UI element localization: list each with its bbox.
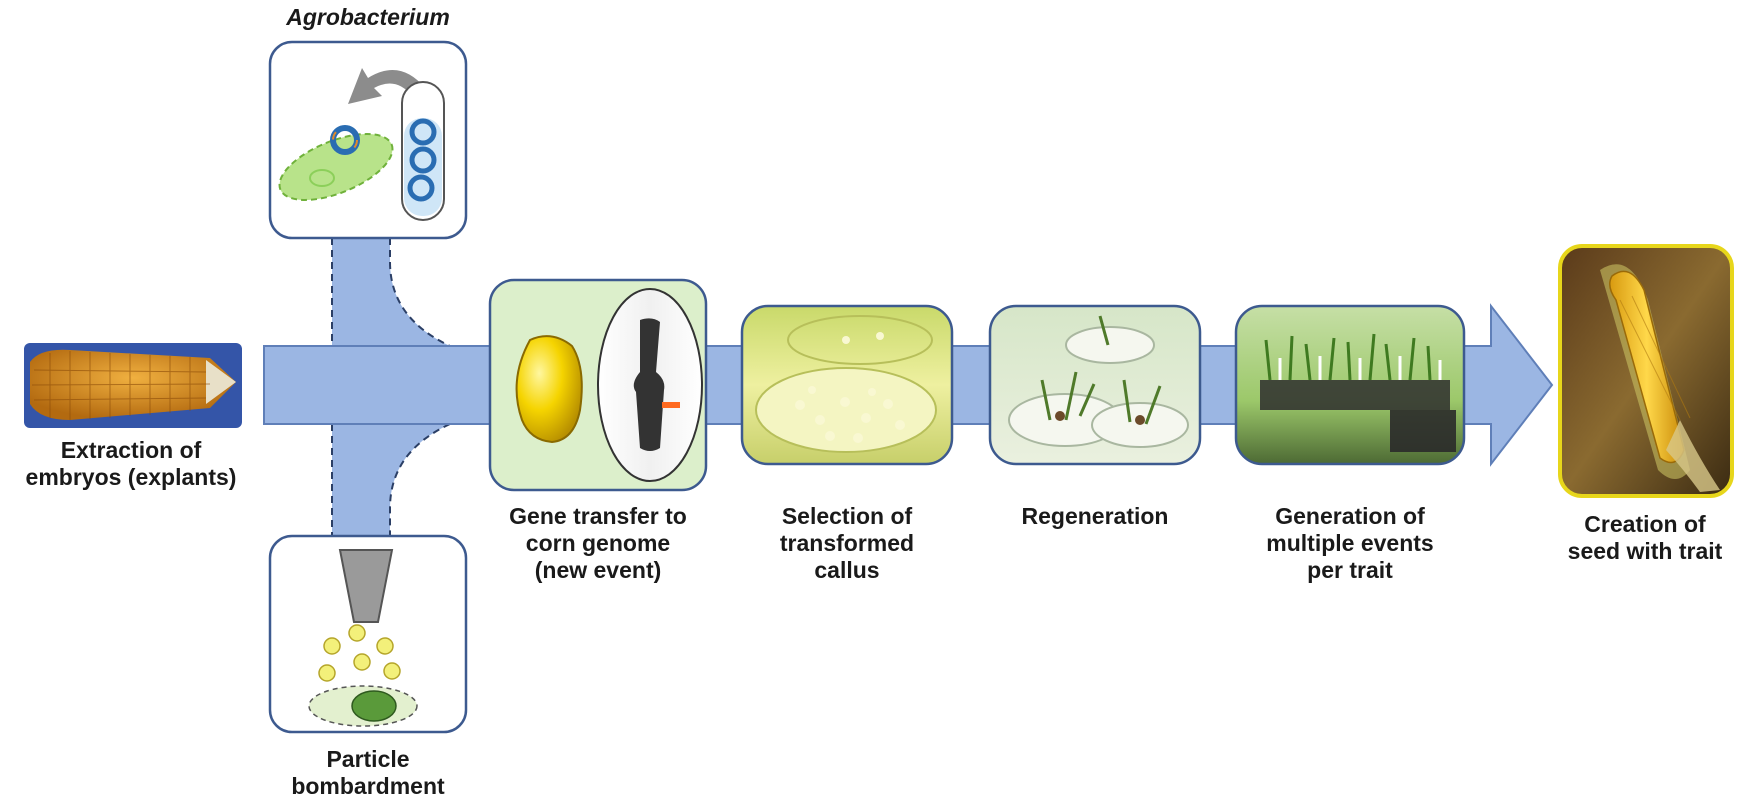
- agrobacterium-label: Agrobacterium: [258, 4, 478, 31]
- greenhouse-panel: [1236, 306, 1464, 464]
- creation-label: Creation of seed with trait: [1540, 511, 1750, 565]
- selection-label: Selection of transformed callus: [740, 503, 954, 584]
- bombardment-branch: [332, 424, 450, 540]
- regeneration-panel: [990, 306, 1200, 464]
- particle-bombardment-label: Particle bombardment: [248, 746, 488, 800]
- callus-selection-panel: [742, 306, 952, 464]
- bombardment-panel: [270, 536, 466, 732]
- gene-transfer-panel: [490, 280, 706, 490]
- gene-transfer-label: Gene transfer to corn genome (new event): [480, 503, 716, 584]
- corn-kernel-icon: [517, 336, 582, 442]
- final-corn-ear-image: [1560, 246, 1732, 496]
- regeneration-label: Regeneration: [990, 503, 1200, 530]
- corn-cob-image: [24, 343, 242, 428]
- extraction-label: Extraction of embryos (explants): [0, 437, 262, 491]
- agrobacterium-panel: [270, 42, 466, 238]
- generation-label: Generation of multiple events per trait: [1232, 503, 1468, 584]
